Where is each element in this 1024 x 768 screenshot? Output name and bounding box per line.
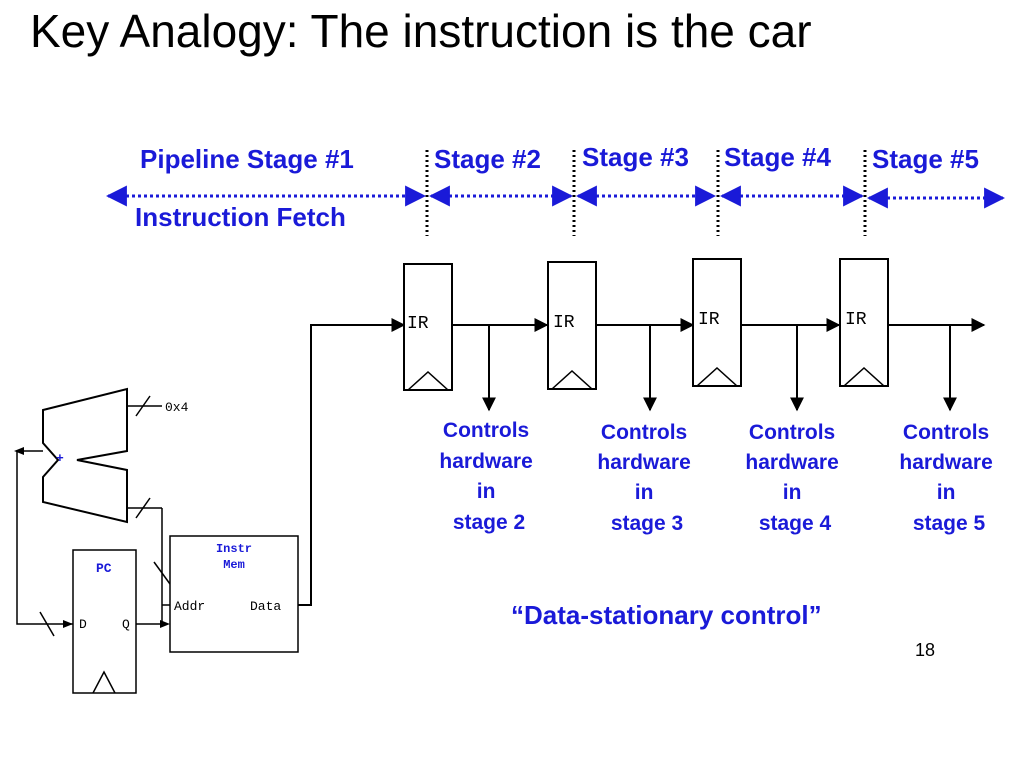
pc-d-arrow — [63, 620, 73, 628]
slide-title: Key Analogy: The instruction is the car — [30, 5, 812, 57]
adder-to-pc-wire — [16, 450, 73, 625]
controls-stage-4: Controls hardware in stage 4 — [745, 421, 844, 535]
pc-d-bus-slash — [39, 611, 55, 637]
stage-dividers — [425, 150, 867, 236]
adder-plus-label: + — [56, 451, 64, 466]
ir-label-1: IR — [407, 314, 429, 334]
pc-d-label: D — [79, 617, 87, 632]
instruction-memory: Instr Mem Addr Data — [169, 535, 299, 653]
controls-stage-3: Controls hardware in stage 3 — [597, 421, 696, 535]
pc-q-label: Q — [122, 617, 130, 632]
stage-5-label: Stage #5 — [872, 144, 979, 174]
ir-register-2: IR — [547, 261, 597, 390]
imem-label-line-1: Instr — [216, 542, 252, 556]
addr-bus-slash — [153, 561, 171, 585]
imem-data-label: Data — [250, 599, 281, 614]
imem-addr-label: Addr — [174, 599, 205, 614]
addr-arrow — [160, 620, 170, 628]
pc-register: PC D Q — [72, 549, 137, 694]
stage-4-label: Stage #4 — [724, 142, 831, 172]
adder-unit: + — [42, 387, 128, 524]
ir-register-4: IR — [839, 258, 889, 387]
increment-bus-slash — [135, 395, 151, 417]
page-number: 18 — [915, 640, 935, 660]
stage-1-sublabel: Instruction Fetch — [135, 202, 346, 232]
adder-input-bus-slash — [135, 497, 151, 519]
fetch-to-ir-wire — [298, 318, 406, 606]
controls-stage-2: Controls hardware in stage 2 — [439, 419, 538, 534]
ir-register-1: IR — [403, 263, 453, 391]
stage-1-label: Pipeline Stage #1 — [140, 144, 354, 174]
data-stationary-caption: “Data-stationary control” — [511, 600, 822, 630]
ir-label-4: IR — [845, 310, 867, 330]
ir-register-3: IR — [692, 258, 742, 387]
ir-label-2: IR — [553, 313, 575, 333]
imem-label-line-2: Mem — [223, 558, 245, 572]
stage-2-label: Stage #2 — [434, 144, 541, 174]
increment-label: 0x4 — [165, 400, 189, 415]
stage-3-label: Stage #3 — [582, 142, 689, 172]
controls-stage-5: Controls hardware in stage 5 — [899, 421, 998, 535]
pc-label: PC — [96, 561, 112, 576]
ir-label-3: IR — [698, 310, 720, 330]
adder-output-arrow — [14, 447, 24, 455]
stage-span-arrows — [105, 185, 1006, 209]
